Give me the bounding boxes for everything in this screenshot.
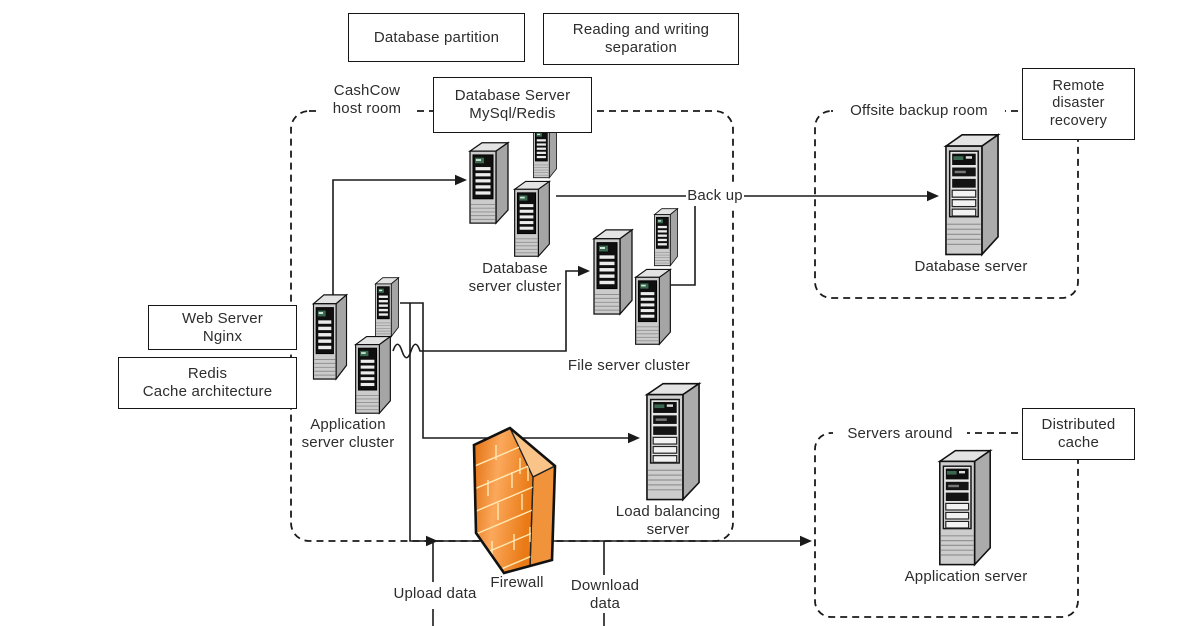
arrow-heads: [426, 174, 939, 547]
around-application-server-label: Application server: [904, 568, 1028, 586]
server-icon: [654, 208, 678, 267]
server-icon: [469, 142, 509, 224]
database-partition-box: Database partition: [348, 13, 525, 62]
arrow-into-load-balancer: [628, 432, 640, 444]
server-icon: [945, 133, 999, 256]
remote-disaster-recovery-box: Remote disaster recovery: [1022, 68, 1135, 140]
firewall-label: Firewall: [490, 574, 544, 592]
server-icon: [635, 268, 671, 345]
server-icon: [312, 294, 348, 380]
firewall-brick-lines: [474, 439, 533, 573]
servers-around-room-label: Servers around: [833, 424, 967, 444]
download-data-label: Download data: [570, 577, 640, 612]
server-icon: [374, 277, 400, 338]
line-backup-filecluster-branch: [671, 196, 696, 286]
database-server-mysql-redis-box: Database Server MySql/Redis: [433, 77, 592, 133]
upload-data-label: Upload data: [393, 585, 477, 603]
arrow-into-file-cluster: [578, 265, 590, 277]
arrow-bottom-line: [426, 535, 438, 547]
distributed-cache-box: Distributed cache: [1022, 408, 1135, 460]
line-bottom-data-path: [409, 303, 800, 542]
server-icon: [593, 229, 633, 315]
line-appcluster-to-filecluster: [392, 270, 578, 359]
offsite-database-server-label: Database server: [914, 258, 1028, 276]
server-icon: [355, 335, 391, 414]
offsite-backup-room-label: Offsite backup room: [833, 101, 1005, 121]
load-balancing-server-label: Load balancing server: [615, 503, 721, 538]
back-up-label: Back up: [686, 186, 744, 206]
arrow-into-servers-around: [800, 535, 812, 547]
server-icon: [939, 449, 991, 566]
server-icon: [514, 180, 550, 257]
web-server-nginx-box: Web Server Nginx: [148, 305, 297, 350]
arrow-into-offsite-server: [927, 190, 939, 202]
application-server-cluster-label: Application server cluster: [301, 416, 395, 451]
redis-cache-architecture-box: Redis Cache architecture: [118, 357, 297, 409]
reading-writing-separation-box: Reading and writing separation: [543, 13, 739, 65]
server-icon: [646, 382, 700, 501]
line-appcluster-to-dbcluster: [332, 179, 457, 296]
file-server-cluster-label: File server cluster: [567, 357, 691, 375]
arrow-into-db-cluster: [455, 174, 467, 186]
firewall-icon: [472, 426, 557, 575]
database-server-cluster-label: Database server cluster: [468, 260, 562, 295]
line-appcluster-to-loadbalancer: [400, 302, 628, 439]
cashcow-room-label: CashCow host room: [318, 80, 416, 120]
offsite-room-outline: [814, 110, 1079, 299]
